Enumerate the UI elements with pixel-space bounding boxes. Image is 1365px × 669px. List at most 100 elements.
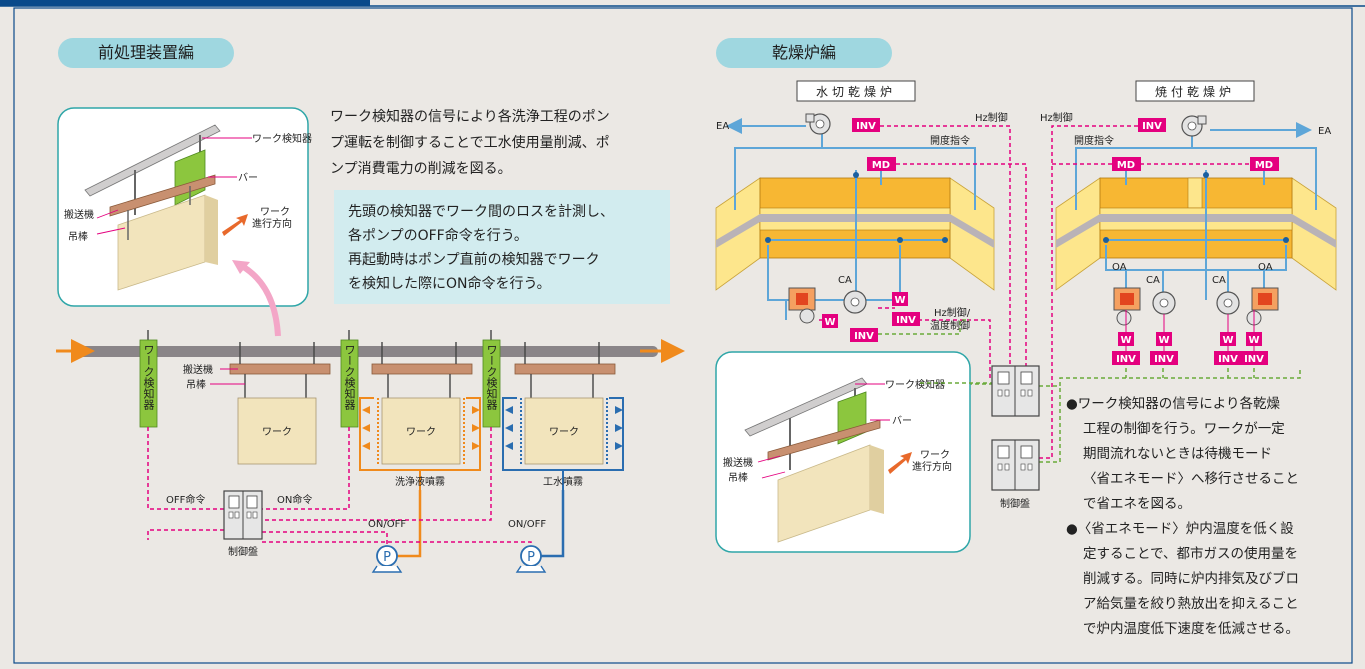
- conveyor-rail: [78, 346, 658, 357]
- w-tag-2: W: [824, 317, 835, 328]
- inv-tag-2: INV: [1142, 121, 1162, 132]
- inset-direction-arrow: [222, 214, 248, 236]
- control-panel-left-label: 制御盤: [228, 545, 258, 558]
- ca-label-2: CA: [1146, 275, 1160, 286]
- control-panel-right-label: 制御盤: [1000, 497, 1030, 510]
- oven1-label-box: [796, 80, 916, 102]
- md-tag-3: MD: [1255, 160, 1273, 171]
- md-tag-2: MD: [1117, 160, 1135, 171]
- w-tag-5: W: [1222, 335, 1233, 346]
- pretreatment-desc-line: ワーク検知器の信号により各洗浄工程のポン: [330, 109, 610, 125]
- inset-label-hanger: 吊棒: [68, 230, 88, 243]
- wash-spray-booth: [359, 397, 481, 558]
- detector-2-label: ワーク検知器: [343, 344, 356, 410]
- dryer-bullet-1-line-2: 工程の制御を行う。ワークが一定: [1083, 421, 1285, 437]
- detector-1-label: ワーク検知器: [142, 344, 155, 410]
- dryer-title: 乾燥炉編: [716, 38, 892, 68]
- oven1-burner: [788, 287, 867, 324]
- dryer-bullets: ●ワーク検知器の信号により各乾燥 工程の制御を行う。ワークが一定 期間流れないと…: [1066, 392, 1352, 642]
- outer-frame: [13, 7, 1353, 664]
- dryer-bullet-1-line-4: 〈省エネモード〉へ移行させること: [1083, 471, 1299, 487]
- pretreatment-note-line: 先頭の検知器でワーク間のロスを計測し、: [348, 204, 614, 220]
- pretreatment-note-line: 再起動時はポンプ直前の検知器でワーク: [348, 252, 600, 268]
- pretreatment-desc-line: プ運転を制御することで工水使用量削減、ポ: [330, 135, 610, 151]
- inv-tag-6: INV: [1154, 354, 1174, 365]
- dryer-bullet-2-line-1: ●〈省エネモード〉炉内温度を低く設: [1066, 521, 1294, 537]
- on-off-label-2: ON/OFF: [508, 519, 546, 530]
- work-label-1: ワーク: [262, 426, 292, 438]
- dryer-bullet-1-line-1: ●ワーク検知器の信号により各乾燥: [1066, 396, 1281, 412]
- dryer-bullet-1-line-3: 期間流れないときは待機モード: [1083, 446, 1272, 462]
- oven1-label: 水切乾燥炉: [816, 85, 896, 99]
- inv-tag-4: INV: [854, 331, 874, 342]
- pretreatment-note-line: を検知した際にON命令を行う。: [348, 276, 551, 292]
- dryer-inset-label-detector: ワーク検知器: [885, 378, 945, 391]
- wash-spray-label: 洗浄液噴霧: [395, 475, 445, 488]
- opening-cmd-label-1: 開度指令: [930, 134, 970, 147]
- ea-label-2: EA: [1318, 126, 1331, 137]
- oven2-label: 焼付乾燥炉: [1155, 85, 1235, 99]
- exhaust-fan-1: [805, 113, 831, 135]
- inset-label-direction-2: 進行方向: [252, 217, 292, 230]
- inv-tag-8: INV: [1244, 354, 1264, 365]
- oa-label-2: OA: [1258, 262, 1273, 273]
- oven-2: [1055, 177, 1337, 291]
- detector-3-label: ワーク検知器: [485, 344, 498, 410]
- hz-control-label-1: Hz制御: [975, 111, 1008, 124]
- dryer-inset-label-direction-2: 進行方向: [912, 460, 952, 473]
- dryer-inset-label-conveyor: 搬送機: [723, 456, 753, 469]
- dryer-inset: ワーク検知器 バー 搬送機 吊棒 ワーク 進行方向: [715, 351, 971, 553]
- opening-cmd-label-2: 開度指令: [1074, 134, 1114, 147]
- dryer-bullet-1-line-5: で省エネを図る。: [1083, 496, 1191, 512]
- work-piece-1: [237, 397, 317, 465]
- pump-1: P: [371, 545, 403, 573]
- w-tag-3: W: [1120, 335, 1131, 346]
- w-tag-4: W: [1158, 335, 1169, 346]
- work-label-3: ワーク: [549, 426, 579, 438]
- inset-label-bar: バー: [238, 172, 258, 184]
- oven1-ducts: [726, 118, 976, 320]
- main-label-hanger: 吊棒: [186, 378, 206, 391]
- dryer-bullet-2-line-3: 削減する。同時に炉内排気及びブロ: [1083, 571, 1299, 587]
- dryer-bullet-2-line-4: ア給気量を絞り熱放出を抑えること: [1083, 596, 1299, 612]
- pretreatment-note: 先頭の検知器でワーク間のロスを計測し、 各ポンプのOFF命令を行う。 再起動時は…: [334, 190, 670, 304]
- inset-label-detector: ワーク検知器: [252, 132, 312, 145]
- dryer-bullet-2-line-5: で炉内温度低下速度を低減させる。: [1083, 621, 1299, 637]
- dryer-inset-label-direction-1: ワーク: [920, 449, 950, 461]
- header-accent-bar: [0, 0, 370, 6]
- control-panel-right-2: [991, 439, 1040, 491]
- inv-tag-1: INV: [856, 121, 876, 132]
- dryer-signal-lines: [878, 319, 1301, 463]
- oven2-ducts: [1075, 122, 1317, 300]
- inv-tag-3: INV: [896, 315, 916, 326]
- conveyor-units: [229, 342, 616, 398]
- inset-label-direction-1: ワーク: [260, 206, 290, 218]
- dryer-control-lines: [818, 125, 1250, 459]
- pretreatment-inset: ワーク検知器 バー 搬送機 吊棒 ワーク 進行方向: [57, 107, 312, 307]
- inv-tag-7: INV: [1218, 354, 1238, 365]
- md-tag-1: MD: [872, 160, 890, 171]
- oven2-label-box: [1135, 80, 1255, 102]
- dryer-inset-label-bar: バー: [892, 415, 912, 427]
- ca-label-3: CA: [1212, 275, 1226, 286]
- pretreatment-note-line: 各ポンプのOFF命令を行う。: [348, 228, 528, 244]
- main-label-conveyor: 搬送機: [183, 363, 213, 376]
- hz-temp-label-1: Hz制御/: [934, 306, 971, 319]
- on-command-label: ON命令: [277, 493, 312, 506]
- work-label-2: ワーク: [406, 426, 436, 438]
- work-piece-3: [524, 397, 604, 465]
- pump-2: P: [515, 545, 547, 573]
- inset-pointer-arrow: [240, 263, 281, 337]
- ca-label-1: CA: [838, 275, 852, 286]
- hz-temp-label-2: 温度制御: [930, 319, 970, 332]
- hz-control-label-2: Hz制御: [1040, 111, 1073, 124]
- control-panel-right-1: [991, 365, 1040, 417]
- work-piece-2: [381, 397, 461, 465]
- pretreatment-title: 前処理装置編: [58, 38, 234, 68]
- ea-label-1: EA: [716, 121, 729, 132]
- dryer-inset-label-hanger: 吊棒: [728, 471, 748, 484]
- inv-tag-5: INV: [1116, 354, 1136, 365]
- water-spray-booth: [502, 397, 624, 558]
